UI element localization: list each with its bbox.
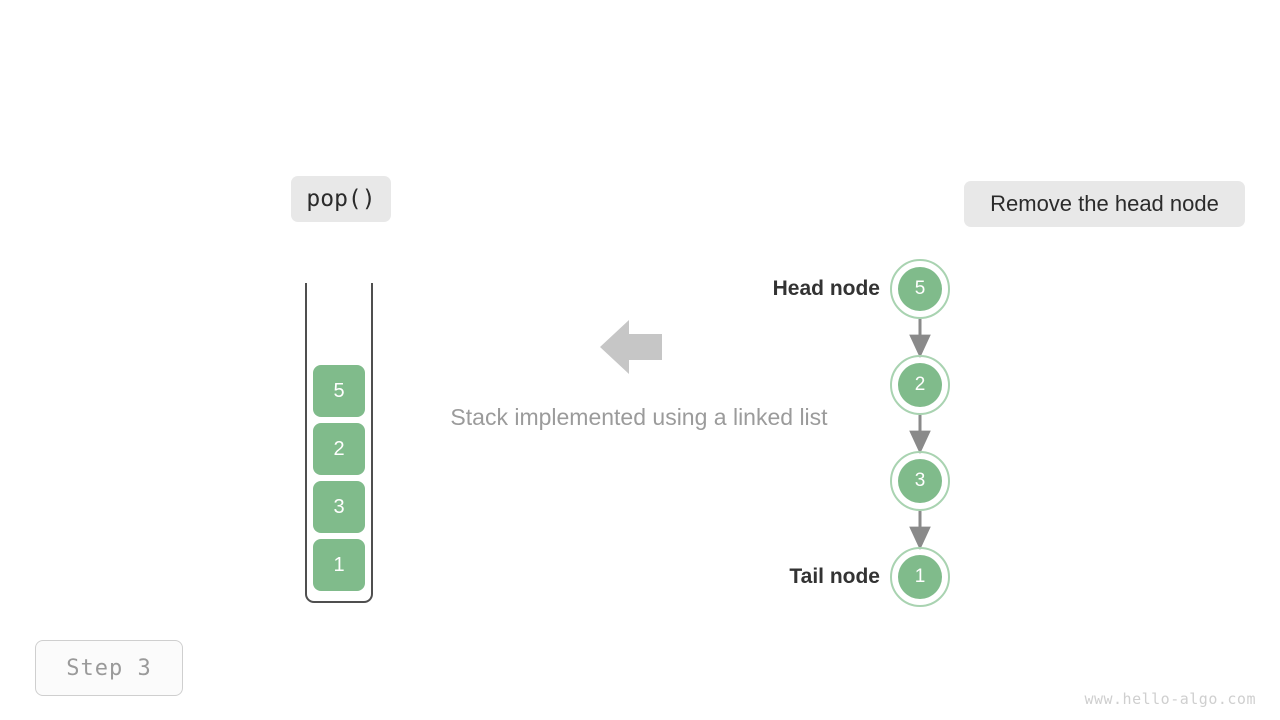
diagram-caption: Stack implemented using a linked list — [450, 404, 828, 430]
operation-label: pop() — [291, 176, 391, 222]
linked-list-diagram: Head node Tail node 5 2 3 1 — [760, 250, 1020, 620]
arrow-left-icon — [600, 320, 662, 379]
step-badge: Step 3 — [35, 640, 183, 696]
node-value: 3 — [898, 459, 942, 503]
linked-list-node: 1 — [890, 547, 950, 607]
stack-container — [305, 283, 373, 603]
node-value: 1 — [898, 555, 942, 599]
node-value: 5 — [898, 267, 942, 311]
linked-list-node: 5 — [890, 259, 950, 319]
stack-cell: 1 — [313, 539, 365, 591]
watermark: www.hello-algo.com — [1084, 690, 1256, 708]
linked-list-edges — [909, 319, 931, 551]
linked-list-node: 3 — [890, 451, 950, 511]
stack-cell: 3 — [313, 481, 365, 533]
node-value: 2 — [898, 363, 942, 407]
linked-list-node: 2 — [890, 355, 950, 415]
stack-cell: 2 — [313, 423, 365, 475]
action-description-label: Remove the head node — [964, 181, 1245, 227]
head-node-label: Head node — [772, 277, 880, 300]
tail-node-label: Tail node — [789, 565, 880, 588]
stack-cell: 5 — [313, 365, 365, 417]
